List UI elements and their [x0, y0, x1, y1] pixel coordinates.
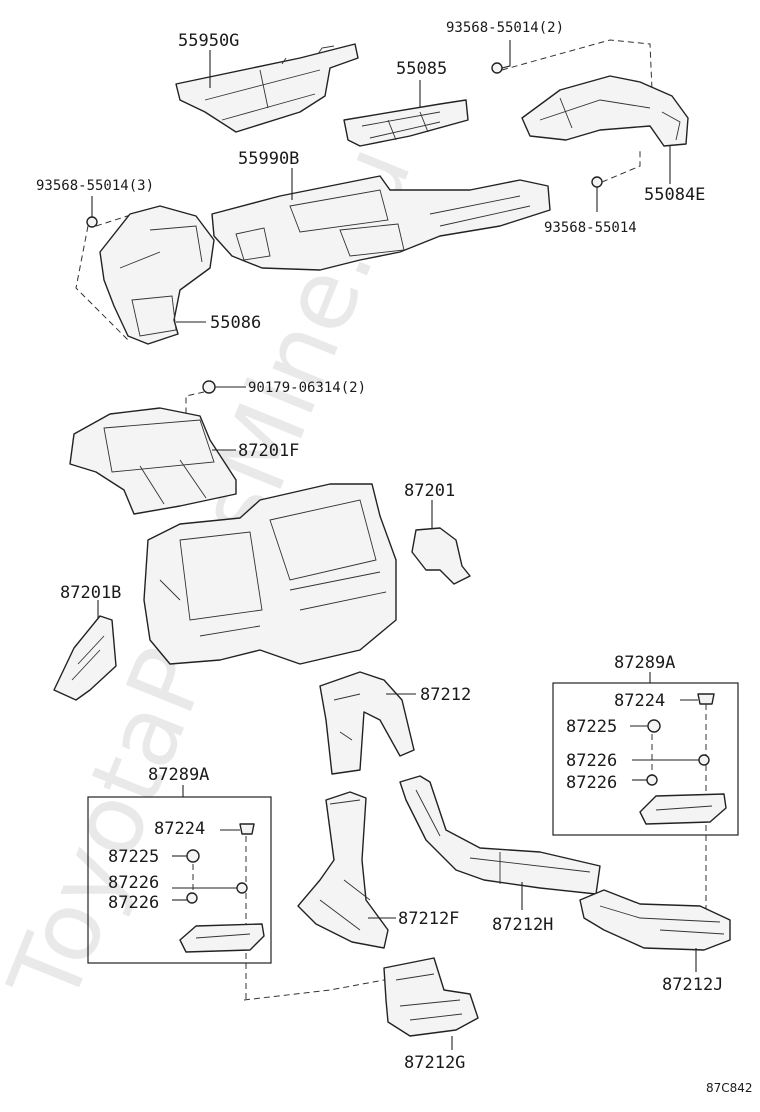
part-87212g-illustration	[383, 957, 479, 1037]
label-55990b[interactable]: 55990B	[238, 149, 299, 169]
label-87201b[interactable]: 87201B	[60, 583, 121, 603]
dashline-93568-55014-3	[75, 211, 141, 343]
label-93568-55014-2[interactable]: 93568-55014(2)	[446, 20, 564, 36]
label-87226-right-a[interactable]: 87226	[566, 751, 617, 771]
label-55950g[interactable]: 55950G	[178, 31, 239, 51]
dashline-93568-55014-2	[501, 39, 653, 91]
label-87201f[interactable]: 87201F	[238, 441, 299, 461]
label-93568-55014-3[interactable]: 93568-55014(3)	[36, 178, 154, 194]
screw-93568-55014-3-icon	[86, 216, 98, 228]
label-87289a-right[interactable]: 87289A	[614, 653, 675, 673]
screw-87225-left-icon	[186, 849, 200, 863]
label-87224-left[interactable]: 87224	[154, 819, 205, 839]
label-87226-left-a[interactable]: 87226	[108, 873, 159, 893]
register-grille-left-illustration	[179, 923, 265, 953]
label-55084e[interactable]: 55084E	[644, 185, 705, 205]
part-87201b-illustration	[53, 615, 117, 701]
kit-box-87289a-right	[552, 682, 739, 836]
clip-87224-right-icon	[697, 693, 715, 705]
screw-87225-right-icon	[647, 719, 661, 733]
register-grille-right-illustration	[639, 793, 727, 825]
clip-87226-left-b-icon	[186, 892, 198, 904]
label-55085[interactable]: 55085	[396, 59, 447, 79]
label-87201[interactable]: 87201	[404, 481, 455, 501]
part-87212j-illustration	[579, 889, 731, 951]
part-87212f-illustration	[297, 791, 389, 949]
label-87212f[interactable]: 87212F	[398, 909, 459, 929]
label-87289a-left[interactable]: 87289A	[148, 765, 209, 785]
heater-unit-illustration	[143, 483, 397, 665]
label-87226-right-b[interactable]: 87226	[566, 773, 617, 793]
clip-87224-left-icon	[239, 823, 255, 835]
kit-box-87289a-left	[87, 796, 272, 964]
part-55086-illustration	[99, 205, 215, 345]
label-87212h[interactable]: 87212H	[492, 915, 553, 935]
leader-93568-55014-2	[501, 40, 511, 69]
nut-90179-06314-2-icon	[202, 380, 216, 394]
part-55950g-illustration	[175, 43, 359, 133]
dashline-87212f-87212g	[243, 979, 385, 1001]
label-87224-right[interactable]: 87224	[614, 691, 665, 711]
label-55086[interactable]: 55086	[210, 313, 261, 333]
part-55085-illustration	[343, 99, 469, 147]
dashline-93568-55014	[601, 150, 641, 183]
label-90179-06314-2[interactable]: 90179-06314(2)	[248, 380, 366, 396]
label-87225-left[interactable]: 87225	[108, 847, 159, 867]
screw-93568-55014-2-icon	[491, 62, 503, 74]
label-87212[interactable]: 87212	[420, 685, 471, 705]
label-87212g[interactable]: 87212G	[404, 1053, 465, 1073]
clip-87226-right-b-icon	[646, 774, 658, 786]
screw-93568-55014-icon	[591, 176, 603, 188]
part-87201f-illustration	[69, 407, 237, 515]
label-87225-right[interactable]: 87225	[566, 717, 617, 737]
label-93568-55014[interactable]: 93568-55014	[544, 220, 637, 236]
part-55084e-illustration	[521, 75, 689, 147]
diagram-code: 87C842	[706, 1081, 753, 1095]
label-87212j[interactable]: 87212J	[662, 975, 723, 995]
part-87212h-illustration	[399, 775, 601, 895]
part-87201-illustration	[411, 527, 471, 585]
clip-87226-right-a-icon	[698, 754, 710, 766]
label-87226-left-b[interactable]: 87226	[108, 893, 159, 913]
part-55990b-illustration	[211, 175, 551, 271]
clip-87226-left-a-icon	[236, 882, 248, 894]
dashline-90179-06314-2	[185, 391, 205, 420]
part-87212-illustration	[319, 671, 415, 775]
